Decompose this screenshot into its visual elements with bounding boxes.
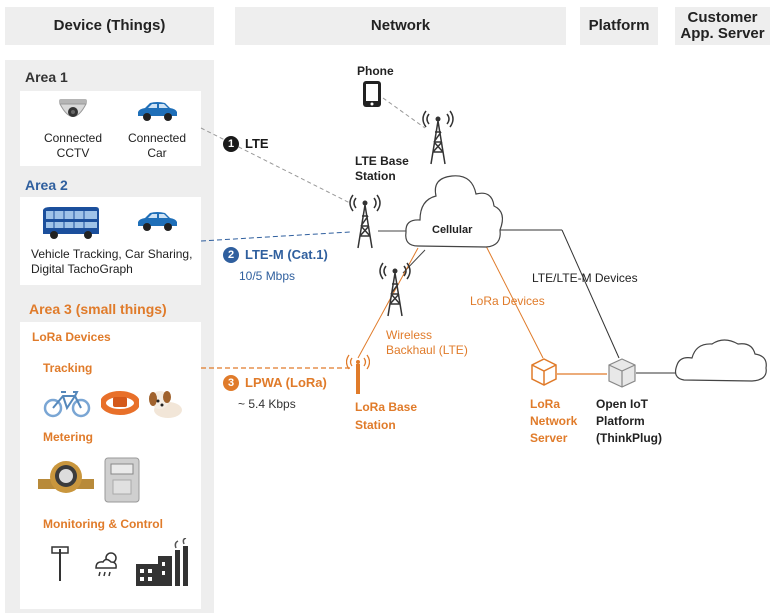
header-platform: Platform xyxy=(580,7,658,45)
ltem-devices-line xyxy=(561,229,620,359)
lte-ltem-devices-label: LTE/LTE-M Devices xyxy=(532,271,638,285)
metering-label: Metering xyxy=(43,430,94,444)
area2-caption: Vehicle Tracking, Car Sharing,Digital Ta… xyxy=(31,247,193,276)
header-network: Network xyxy=(235,7,566,45)
lora-devices-label: LoRa Devices xyxy=(32,330,111,344)
lora-backhaul-line xyxy=(357,247,419,359)
cellular-label: Cellular xyxy=(432,224,473,236)
ltem-speed: 10/5 Mbps xyxy=(239,269,296,283)
cellular-cloud xyxy=(405,175,504,248)
lora-devices-link-label: LoRa Devices xyxy=(470,294,545,308)
lora-devices-line xyxy=(484,243,544,359)
open-iot-platform-label: Open IoT Platform (ThinkPlug) xyxy=(596,397,662,445)
lpwa-speed: ~ 5.4 Kbps xyxy=(238,397,296,411)
area1-title: Area 1 xyxy=(25,69,68,85)
area3-title: Area 3 (small things) xyxy=(29,301,167,317)
lora-network-server-label: LoRa Network Server xyxy=(530,397,578,445)
tracking-label: Tracking xyxy=(43,361,93,375)
area2-title: Area 2 xyxy=(25,177,68,193)
customer-cloud xyxy=(674,339,767,382)
ltem-number-badge: 2 xyxy=(223,247,239,263)
header-device: Device (Things) xyxy=(5,7,214,45)
lte-label: LTE xyxy=(245,136,269,151)
area1-box xyxy=(20,91,201,166)
phone-link-line xyxy=(382,97,426,129)
lpwa-number-badge: 3 xyxy=(223,375,239,391)
monitoring-label: Monitoring & Control xyxy=(43,517,163,531)
lpwa-label: LPWA (LoRa) xyxy=(245,375,327,390)
ltem-link-line xyxy=(200,231,351,242)
ltem-label: LTE-M (Cat.1) xyxy=(245,247,328,262)
lte-number-badge: 1 xyxy=(223,136,239,152)
phone-label: Phone xyxy=(357,64,394,78)
